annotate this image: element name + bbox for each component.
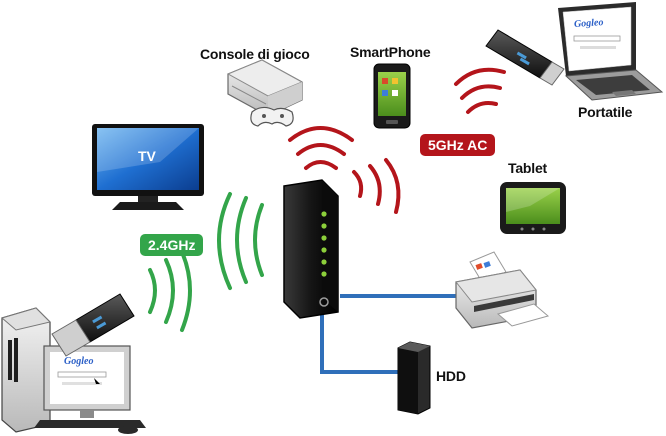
- laptop-icon: [558, 2, 664, 101]
- printer-icon: [455, 251, 550, 329]
- label-tablet: Tablet: [508, 160, 547, 176]
- smartphone-icon: [373, 63, 411, 129]
- laptop-screen-logo: Gogleo: [573, 16, 604, 31]
- label-console: Console di gioco: [200, 46, 310, 62]
- wifi-waves-red: [288, 67, 506, 214]
- usb-dongle-icon: [485, 29, 565, 86]
- badge-5ghz-ac: 5GHz AC: [420, 134, 496, 156]
- desktop-tower-icon: [0, 307, 51, 433]
- tv-icon: [92, 124, 204, 210]
- wifi-waves-green: [148, 192, 264, 332]
- usb-dongle-icon: [51, 293, 135, 357]
- label-smartphone: SmartPhone: [350, 44, 431, 60]
- monitor-screen-logo: Gogleo: [64, 356, 94, 367]
- tablet-icon: [500, 182, 566, 234]
- desktop-monitor-icon: [34, 345, 146, 434]
- label-portatile: Portatile: [578, 104, 633, 120]
- game-console-icon: [226, 59, 304, 127]
- label-tv: TV: [138, 148, 156, 164]
- badge-24ghz: 2.4GHz: [140, 234, 204, 256]
- label-hdd: HDD: [436, 368, 466, 384]
- ethernet-cables: [320, 294, 456, 374]
- router: [283, 179, 339, 319]
- hdd-icon: [397, 341, 431, 415]
